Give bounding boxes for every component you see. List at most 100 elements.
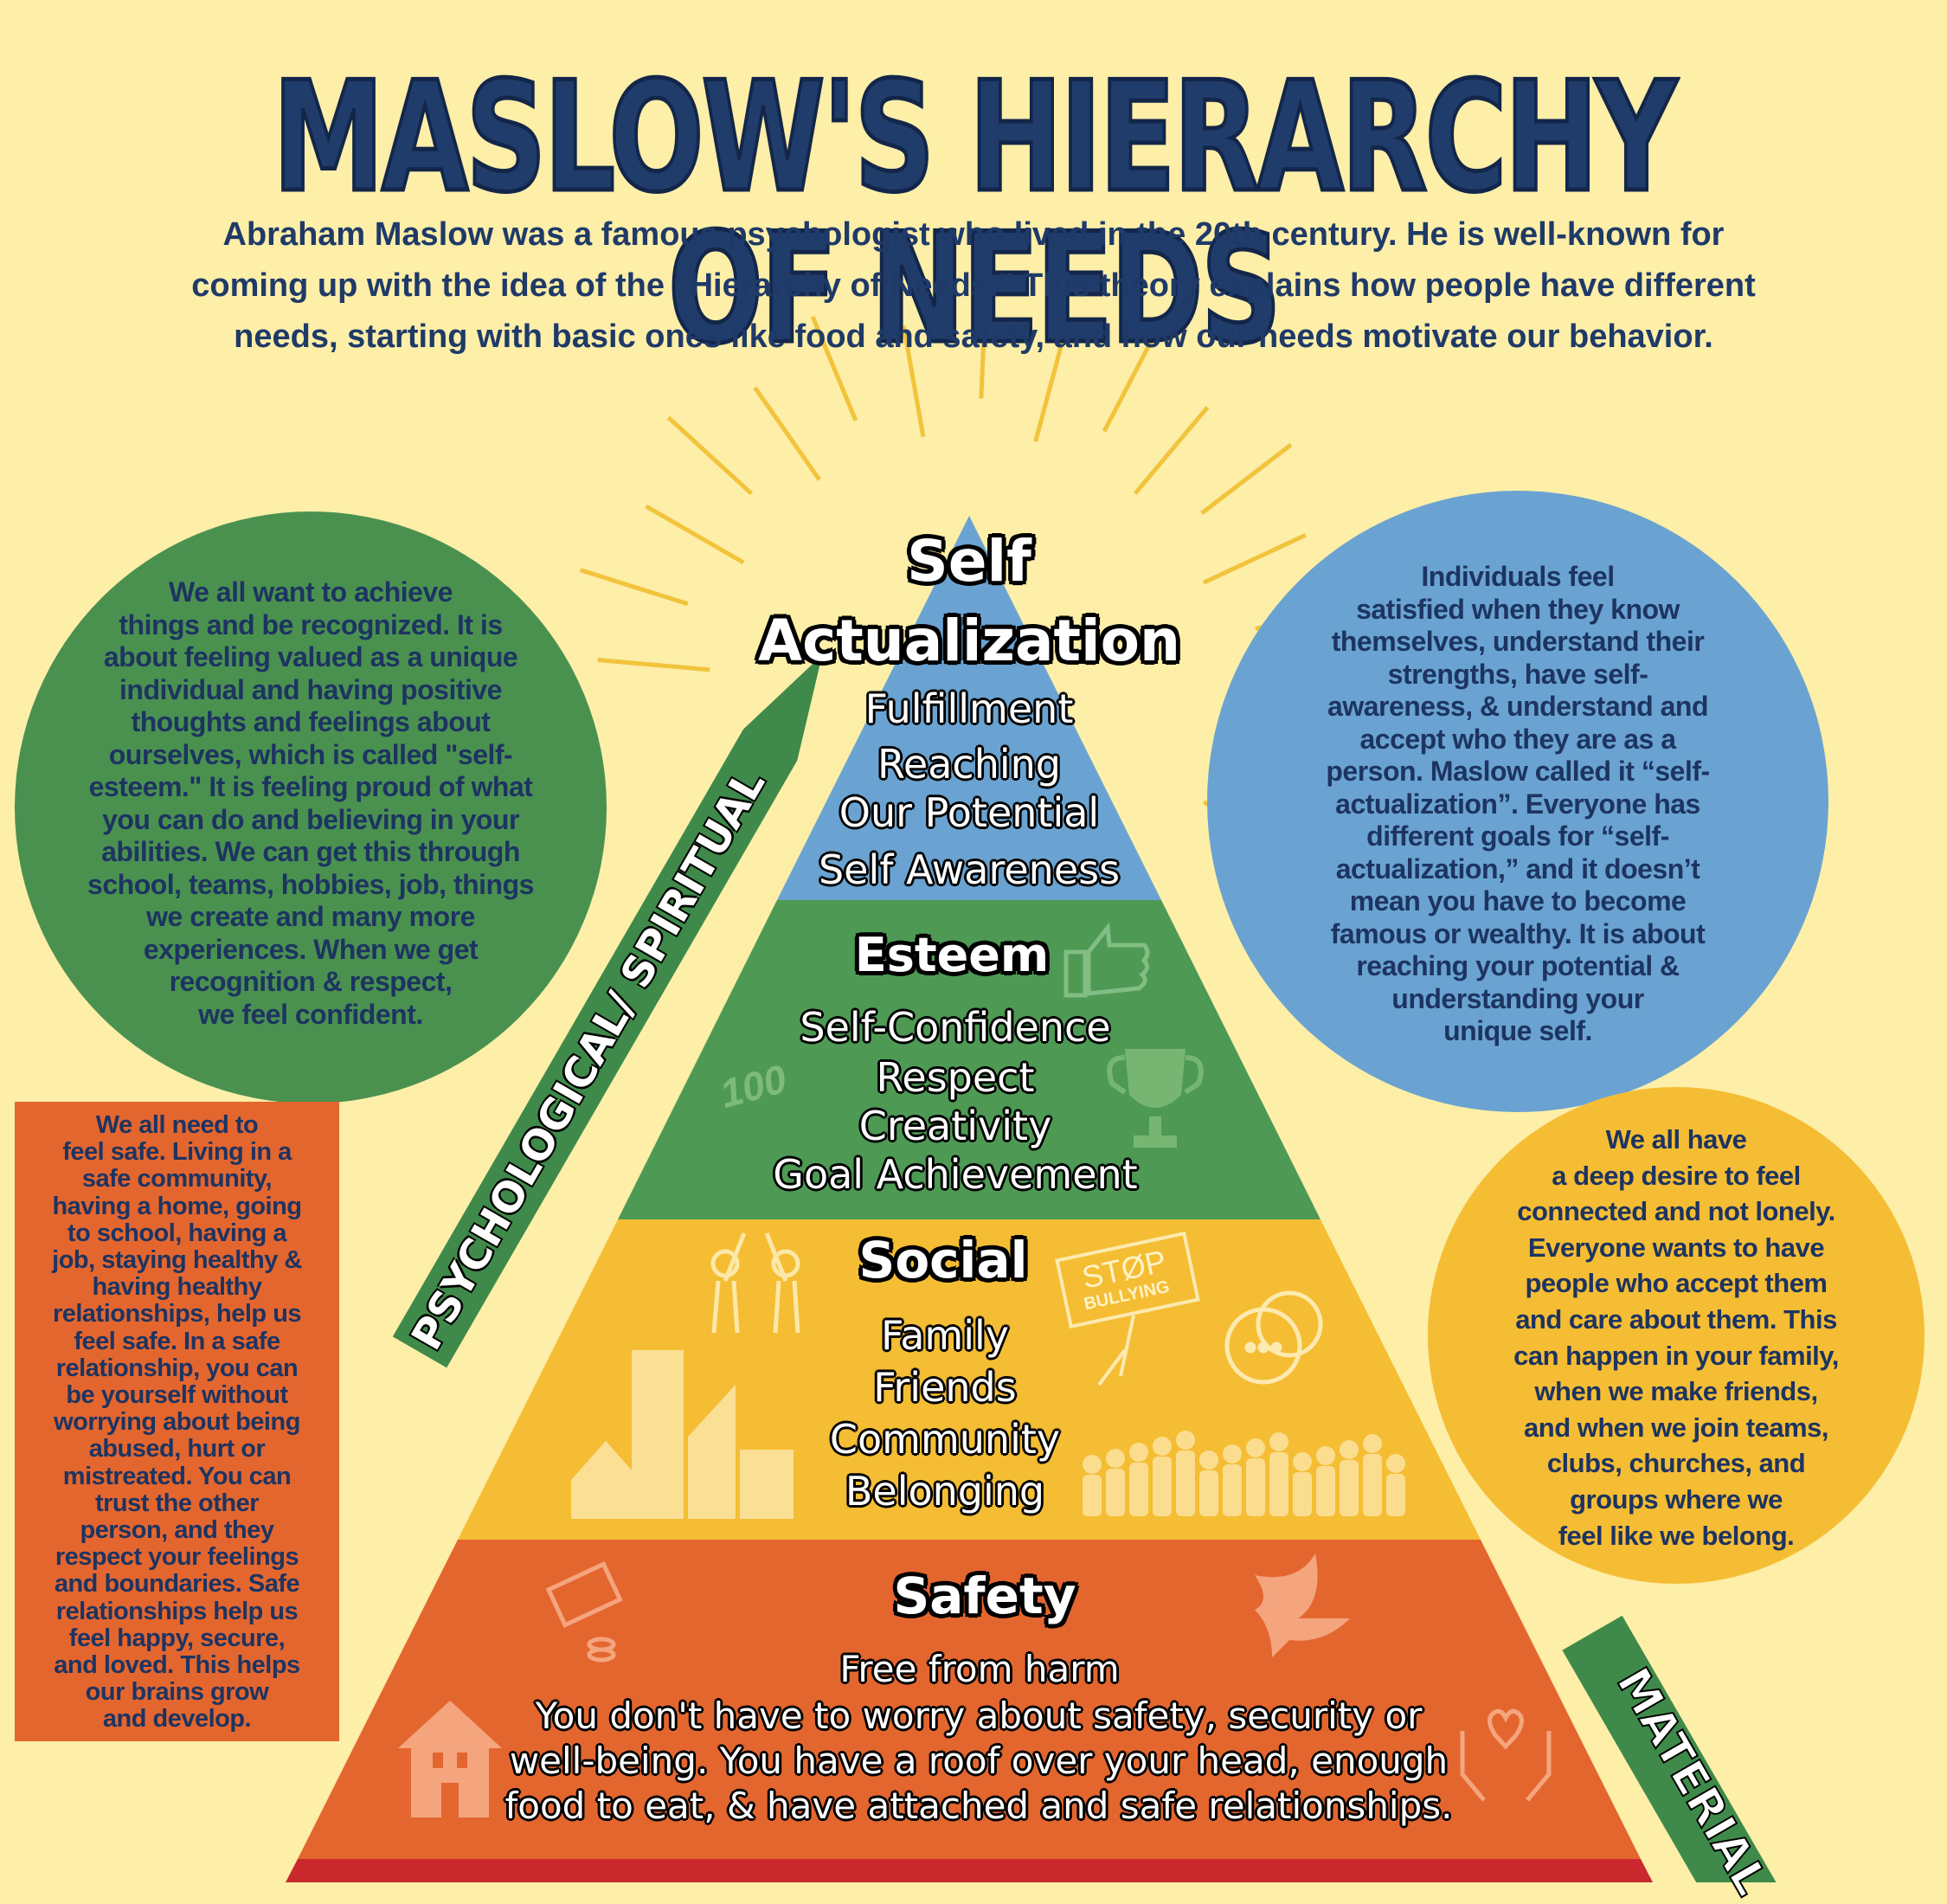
person-body bbox=[1176, 1451, 1195, 1516]
level-title-self: Self bbox=[907, 528, 1031, 595]
chat-bubbles-icon bbox=[1224, 1290, 1323, 1385]
level-item: Goal Achievement bbox=[773, 1151, 1138, 1198]
note-line: a deep desire to feel bbox=[1552, 1160, 1801, 1191]
level-item: You don't have to worry about safety, se… bbox=[535, 1695, 1423, 1737]
house-icon bbox=[398, 1701, 502, 1817]
note-line: actualization,” and it doesn’t bbox=[1335, 852, 1700, 884]
note-line: worrying about being bbox=[54, 1408, 300, 1437]
intro-line: Abraham Maslow was a famous psychologist… bbox=[222, 216, 1725, 253]
sun-ray bbox=[1200, 442, 1293, 516]
level-item: Fulfillment bbox=[864, 685, 1074, 732]
money-icon bbox=[545, 1560, 623, 1663]
person-body bbox=[1223, 1464, 1242, 1516]
pyramid-base bbox=[286, 1859, 1653, 1882]
sun-ray bbox=[1133, 405, 1210, 495]
note-line: actualization”. Everyone has bbox=[1335, 788, 1700, 820]
level-item: well-being. You have a roof over your he… bbox=[509, 1740, 1449, 1782]
thumbs-up-icon bbox=[1063, 922, 1150, 998]
level-item: Our Potential bbox=[839, 789, 1100, 836]
note-line: and when we join teams, bbox=[1524, 1412, 1828, 1443]
note-line: ourselves, which is called "self- bbox=[108, 738, 513, 770]
person-head bbox=[1316, 1446, 1335, 1465]
sun-ray bbox=[645, 504, 745, 565]
level-title-actualization: Actualization bbox=[758, 608, 1180, 674]
level-item: Belonging bbox=[845, 1468, 1045, 1515]
note-line: about feeling valued as a unique bbox=[103, 641, 518, 672]
note-line: connected and not lonely. bbox=[1517, 1196, 1835, 1227]
buildings-icon bbox=[571, 1350, 794, 1519]
sun-ray bbox=[580, 568, 689, 607]
psychological-arrow bbox=[392, 654, 822, 1368]
pyramid-self-actualization bbox=[777, 516, 1161, 900]
social-note-circle bbox=[1428, 1087, 1925, 1584]
person-body bbox=[1363, 1454, 1382, 1516]
self-actualization-note-circle bbox=[1207, 491, 1828, 1112]
sun-ray bbox=[666, 415, 754, 496]
note-line: you can do and believing in your bbox=[102, 803, 519, 835]
level-item: Respect bbox=[876, 1054, 1035, 1101]
person-head bbox=[1223, 1444, 1242, 1463]
note-line: understanding your bbox=[1391, 982, 1644, 1014]
sun-ray bbox=[1033, 332, 1067, 442]
level-item: Self-Confidence bbox=[800, 1004, 1111, 1051]
note-line: to school, having a bbox=[67, 1219, 287, 1247]
note-line: themselves, understand their bbox=[1331, 626, 1705, 657]
note-line: we feel confident. bbox=[198, 998, 423, 1030]
note-line: having healthy bbox=[92, 1273, 262, 1302]
level-item: Reaching bbox=[877, 741, 1061, 788]
note-line: and loved. This helps bbox=[54, 1651, 300, 1680]
note-line: be yourself without bbox=[66, 1381, 288, 1410]
note-line: things and be recognized. It is bbox=[119, 608, 503, 640]
note-line: We all have bbox=[1605, 1124, 1747, 1155]
note-line: experiences. When we get bbox=[143, 933, 479, 965]
person-head bbox=[1153, 1437, 1172, 1456]
person-head bbox=[1340, 1440, 1359, 1459]
person-body bbox=[1386, 1474, 1405, 1516]
note-line: feel like we belong. bbox=[1558, 1520, 1795, 1551]
note-line: mean you have to become bbox=[1349, 885, 1687, 917]
person-body bbox=[1316, 1466, 1335, 1516]
level-item: Free from harm bbox=[839, 1648, 1120, 1690]
note-line: we create and many more bbox=[146, 901, 475, 932]
level-item: Self Awareness bbox=[818, 846, 1121, 893]
person-body bbox=[1153, 1457, 1172, 1516]
note-line: relationship, you can bbox=[55, 1354, 299, 1382]
sun-ray bbox=[810, 315, 858, 421]
note-line: abused, hurt or bbox=[88, 1435, 266, 1463]
note-line: groups where we bbox=[1570, 1483, 1783, 1515]
person-head bbox=[1386, 1454, 1405, 1473]
level-title-esteem: Esteem bbox=[854, 928, 1050, 982]
crowd-icon bbox=[1083, 1431, 1405, 1516]
note-line: when we make friends, bbox=[1534, 1376, 1818, 1407]
material-band bbox=[1562, 1615, 1822, 1882]
note-line: clubs, churches, and bbox=[1546, 1448, 1806, 1479]
level-title-safety: Safety bbox=[893, 1566, 1076, 1625]
person-body bbox=[1269, 1452, 1288, 1516]
note-line: awareness, & understand and bbox=[1327, 691, 1708, 722]
social-note: We all have a deep desire to feel connecte… bbox=[1460, 1122, 1892, 1553]
note-line: and boundaries. Safe bbox=[54, 1570, 300, 1598]
hands-heart-icon bbox=[1460, 1708, 1552, 1802]
person-body bbox=[1199, 1470, 1218, 1516]
sun-ray bbox=[901, 325, 926, 437]
level-item: food to eat, & have attached and safe re… bbox=[504, 1785, 1453, 1827]
person-body bbox=[1293, 1472, 1312, 1516]
note-line: and develop. bbox=[102, 1705, 252, 1734]
note-line: relationships, help us bbox=[52, 1300, 302, 1328]
note-line: Individuals feel bbox=[1421, 561, 1615, 592]
note-line: safe community, bbox=[81, 1165, 273, 1193]
person-head bbox=[1129, 1443, 1148, 1462]
note-line: our brains grow bbox=[85, 1678, 269, 1707]
note-line: recognition & respect, bbox=[169, 966, 453, 997]
level-item: Family bbox=[880, 1312, 1010, 1359]
note-line: people who accept them bbox=[1525, 1268, 1828, 1299]
note-line: having a home, going bbox=[52, 1192, 302, 1220]
note-line: feel safe. In a safe bbox=[74, 1327, 280, 1355]
sun-ray bbox=[753, 386, 821, 481]
sun-ray bbox=[1102, 330, 1159, 433]
page-title: MASLOW'S HIERARCHY OF NEEDS bbox=[271, 50, 1678, 377]
level-item: Friends bbox=[873, 1364, 1017, 1411]
